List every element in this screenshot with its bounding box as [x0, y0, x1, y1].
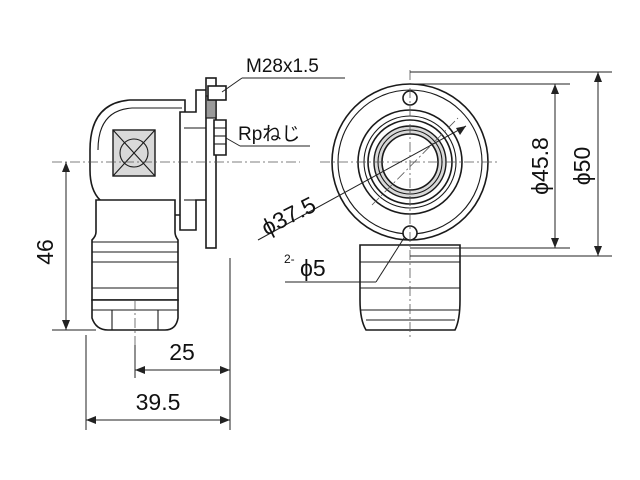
thread-type-label: Rpねじ [238, 124, 300, 145]
dimension-offset: 25 [134, 258, 231, 430]
hole-dia-label: ϕ5 [300, 255, 326, 281]
dim-pcd-label: ϕ37.5 [257, 191, 320, 240]
hole-count-label: 2- [284, 252, 295, 266]
dim-flange-inner-label: ϕ45.8 [527, 137, 553, 195]
dimension-height: 46 [32, 162, 96, 331]
dim-height-label: 46 [32, 239, 58, 265]
dim-offset-label: 25 [169, 339, 195, 365]
front-view [320, 70, 500, 340]
dimension-flange-outer: ϕ50 [410, 71, 612, 257]
dim-flange-outer-label: ϕ50 [569, 147, 595, 185]
side-view [52, 77, 300, 350]
thread-callouts: M28x1.5 Rpねじ [221, 56, 345, 147]
dim-width-label: 39.5 [136, 389, 181, 415]
thread-spec-label: M28x1.5 [246, 56, 319, 77]
dimension-width: 39.5 [85, 335, 230, 430]
dimension-flange-inner: ϕ45.8 [410, 83, 570, 249]
dimension-holes: 2- ϕ5 [284, 237, 405, 283]
